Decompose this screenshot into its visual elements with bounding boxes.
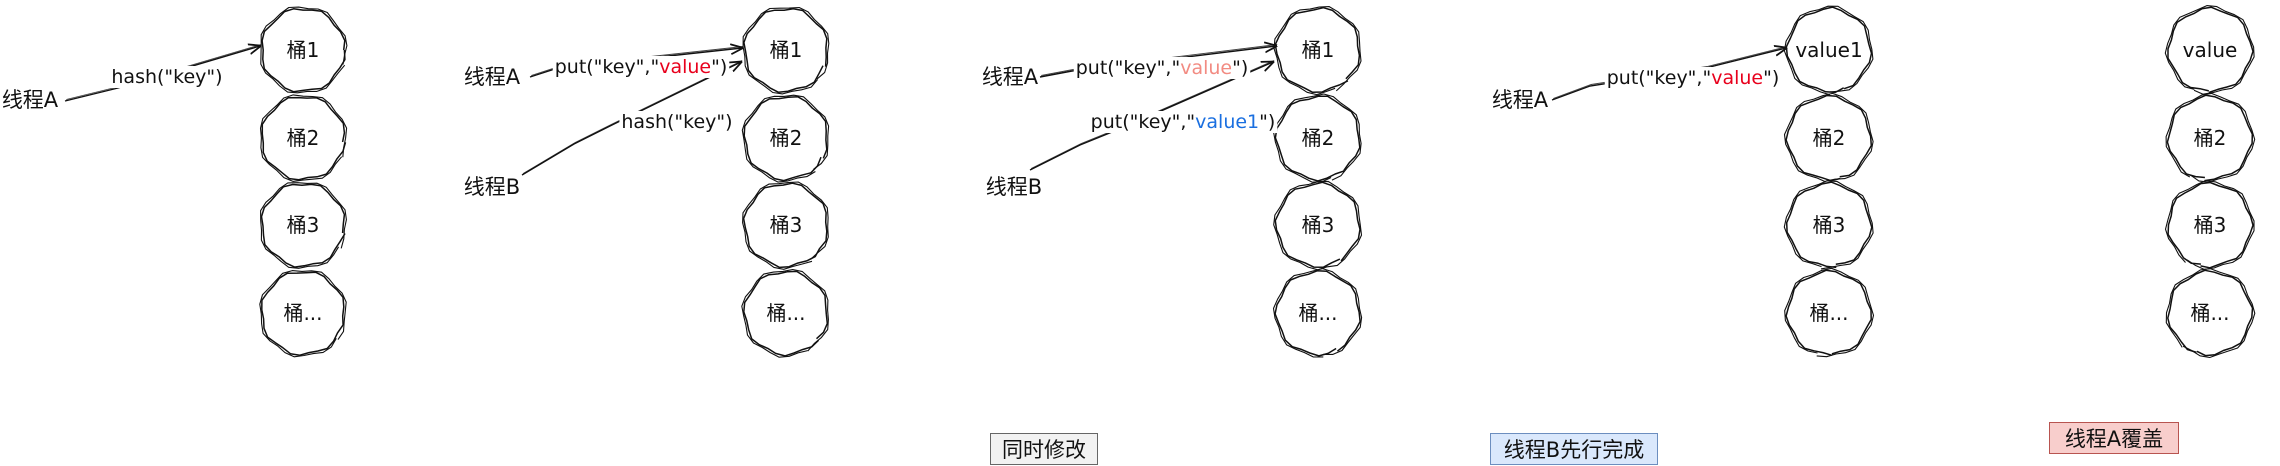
bucket-circle	[1783, 180, 1874, 270]
thread-label: 线程A	[982, 65, 1039, 89]
bucket-label: 桶...	[283, 301, 322, 325]
bucket-label: value	[2183, 38, 2238, 62]
bucket-circle	[741, 268, 829, 358]
bucket-label: 桶2	[1813, 126, 1846, 150]
bucket-circle	[260, 182, 347, 269]
bucket-circle	[259, 270, 347, 358]
arrow	[1029, 62, 1273, 171]
bucket-circle	[1273, 6, 1362, 96]
bucket-label: 桶1	[1302, 38, 1335, 62]
bucket-label: 桶2	[1302, 126, 1335, 150]
bucket-label: 桶2	[287, 126, 320, 150]
bucket-circle	[1273, 180, 1363, 271]
bucket-circle	[2165, 92, 2256, 183]
operation-label: put("key","value")	[555, 56, 728, 78]
bucket-circle	[2165, 268, 2256, 359]
bucket-label: 桶...	[1809, 301, 1848, 325]
bucket-label: 桶...	[766, 301, 805, 325]
operation-label: put("key","value")	[1076, 57, 1249, 79]
bucket-label: value1	[1795, 38, 1862, 62]
bucket-label: 桶3	[1302, 213, 1335, 237]
bucket-circle	[742, 181, 829, 270]
bucket-circle	[1272, 268, 1363, 358]
thread-label: 线程A	[2, 88, 59, 112]
bucket-label: 桶3	[287, 213, 320, 237]
bucket-circle	[260, 6, 348, 94]
bucket-label: 桶3	[1813, 213, 1846, 237]
bucket-circle	[1783, 5, 1874, 96]
bucket-label: 桶1	[287, 38, 320, 62]
operation-label: hash("key")	[111, 66, 222, 88]
bucket-circle	[742, 6, 830, 95]
thread-label: 线程A	[1492, 88, 1549, 112]
bucket-label: 桶...	[2190, 301, 2229, 325]
bucket-circle	[2164, 179, 2255, 270]
thread-label: 线程B	[986, 175, 1042, 199]
bucket-circle	[1784, 267, 1875, 358]
arrow	[1039, 46, 1276, 78]
panel-caption: 同时修改	[990, 433, 1098, 465]
thread-label: 线程B	[464, 175, 520, 199]
bucket-label: 桶2	[2194, 126, 2227, 150]
bucket-circle	[1783, 92, 1874, 183]
panel-caption: 线程B先行完成	[1490, 433, 1658, 465]
bucket-circle	[741, 94, 830, 183]
panel-caption: 线程A覆盖	[2049, 422, 2179, 454]
bucket-label: 桶2	[770, 126, 803, 150]
bucket-label: 桶...	[1298, 301, 1337, 325]
operation-label: put("key","value1")	[1091, 111, 1276, 133]
bucket-circle	[259, 94, 348, 182]
bucket-label: 桶3	[770, 213, 803, 237]
bucket-label: 桶1	[770, 38, 803, 62]
operation-label: put("key","value")	[1607, 67, 1780, 89]
bucket-circle	[2164, 5, 2255, 95]
bucket-label: 桶3	[2194, 213, 2227, 237]
thread-label: 线程A	[464, 65, 521, 89]
operation-label: hash("key")	[621, 111, 732, 133]
bucket-circle	[1273, 93, 1362, 183]
arrow	[521, 62, 741, 176]
